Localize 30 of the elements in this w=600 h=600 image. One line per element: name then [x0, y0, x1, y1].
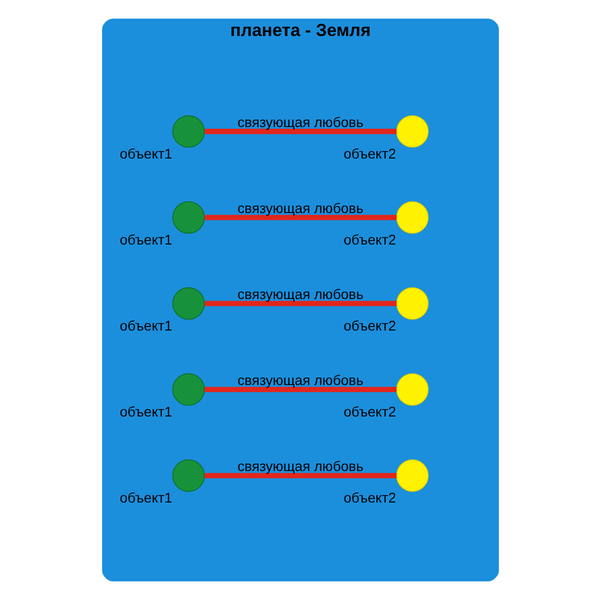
edge-label: связующая любовь [237, 200, 363, 216]
node-circle [396, 287, 428, 320]
node-circle [396, 373, 428, 406]
node-label: объект2 [343, 232, 396, 248]
node-circle [396, 459, 428, 492]
node-circle [172, 373, 204, 406]
node-label: объект2 [343, 490, 396, 506]
node-label: объект1 [119, 490, 172, 506]
node-label: объект2 [343, 404, 396, 420]
node-circle [396, 201, 428, 234]
node-label: объект2 [343, 318, 396, 334]
node-label: объект1 [119, 232, 172, 248]
node-circle [172, 287, 204, 320]
edge-label: связующая любовь [237, 458, 363, 474]
node-label: объект1 [119, 404, 172, 420]
node-label: объект1 [119, 145, 172, 162]
edge-label: связующая любовь [237, 114, 363, 130]
node-circle [172, 115, 204, 148]
connector [204, 128, 396, 134]
connector [204, 472, 396, 478]
connector [204, 214, 396, 220]
node-circle [172, 201, 204, 234]
edge-label: связующая любовь [237, 286, 363, 302]
node-circle [172, 459, 204, 492]
connector [204, 386, 396, 392]
node-label: объект1 [119, 318, 172, 334]
edge-label: связующая любовь [237, 372, 363, 388]
node-label: объект2 [343, 145, 396, 162]
connector [204, 300, 396, 306]
node-circle [396, 115, 428, 148]
